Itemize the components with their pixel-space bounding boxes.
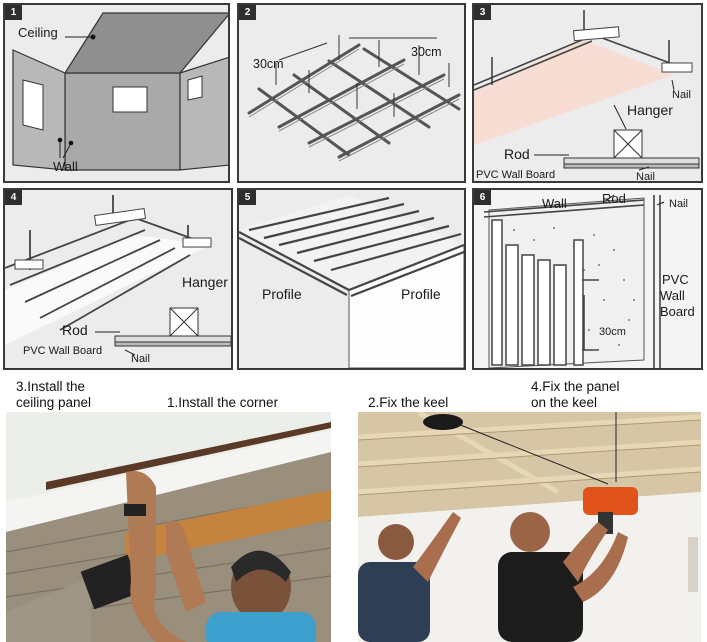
caption-install-panel-2: ceiling panel [16,395,92,410]
dim-right-label: 30cm [411,45,442,59]
step-6-panel: 6 Wall Rod N [472,188,703,370]
step-5-panel: 5 Profile Profile [237,188,466,370]
board-label: PVC Wall Board [23,345,103,357]
rod-label: Rod [62,322,88,338]
rod-label: Rod [504,146,530,162]
wall-label: Wall [542,196,567,211]
nail-label: Nail [131,353,150,365]
room-illustration [12,12,228,171]
caption-fix-keel: 2.Fix the keel [368,395,449,410]
profile-illustration [239,195,464,368]
hanger-label: Hanger [627,102,673,118]
wall-label: Wall [53,159,78,174]
grid-keel-illustration [247,35,461,162]
profile-right-label: Profile [401,286,441,302]
step-5-number: 5 [239,190,256,205]
step-3-number: 3 [474,5,491,20]
step-1-number: 1 [5,5,22,20]
caption-fix-panel-2: on the keel [531,395,598,410]
pvc-label-3: Board [660,304,695,319]
caption-install-corner: 1.Install the corner [167,395,279,410]
board-label: PVC Wall Board [476,169,556,181]
nail-bottom-label: Nail [636,171,655,183]
step-6-number: 6 [474,190,491,205]
step-4-number: 4 [5,190,22,205]
dim-label: 30cm [599,326,626,338]
photo-install-ceiling-panel [6,412,331,642]
wall-board-illustration [474,190,701,368]
ceiling-label: Ceiling [18,25,58,40]
caption-fix-panel-1: 4.Fix the panel [531,379,620,394]
photo-fix-keel [358,412,701,642]
step-4-panel: 4 Hanger Rod PVC Wall Board Nail [3,188,233,370]
dim-left-label: 30cm [253,57,284,71]
ceiling-board-illustration [474,10,700,171]
hanger-label: Hanger [182,274,228,290]
nail-label: Nail [669,198,688,210]
step-2-panel: 2 30cm [237,3,466,183]
pvc-label-1: PVC [662,272,689,287]
nail-label: Nail [672,89,691,101]
rod-label: Rod [602,191,626,206]
step-1-panel: 1 Ceiling Wall [3,3,230,183]
profile-left-label: Profile [262,286,302,302]
pvc-label-2: Wall [660,288,685,303]
step-2-number: 2 [239,5,256,20]
step-3-panel: 3 Nail Hanger Rod PVC Wall Board Nail [472,3,703,183]
ceiling-rod-illustration [5,195,231,356]
caption-install-panel-1: 3.Install the [16,379,86,394]
